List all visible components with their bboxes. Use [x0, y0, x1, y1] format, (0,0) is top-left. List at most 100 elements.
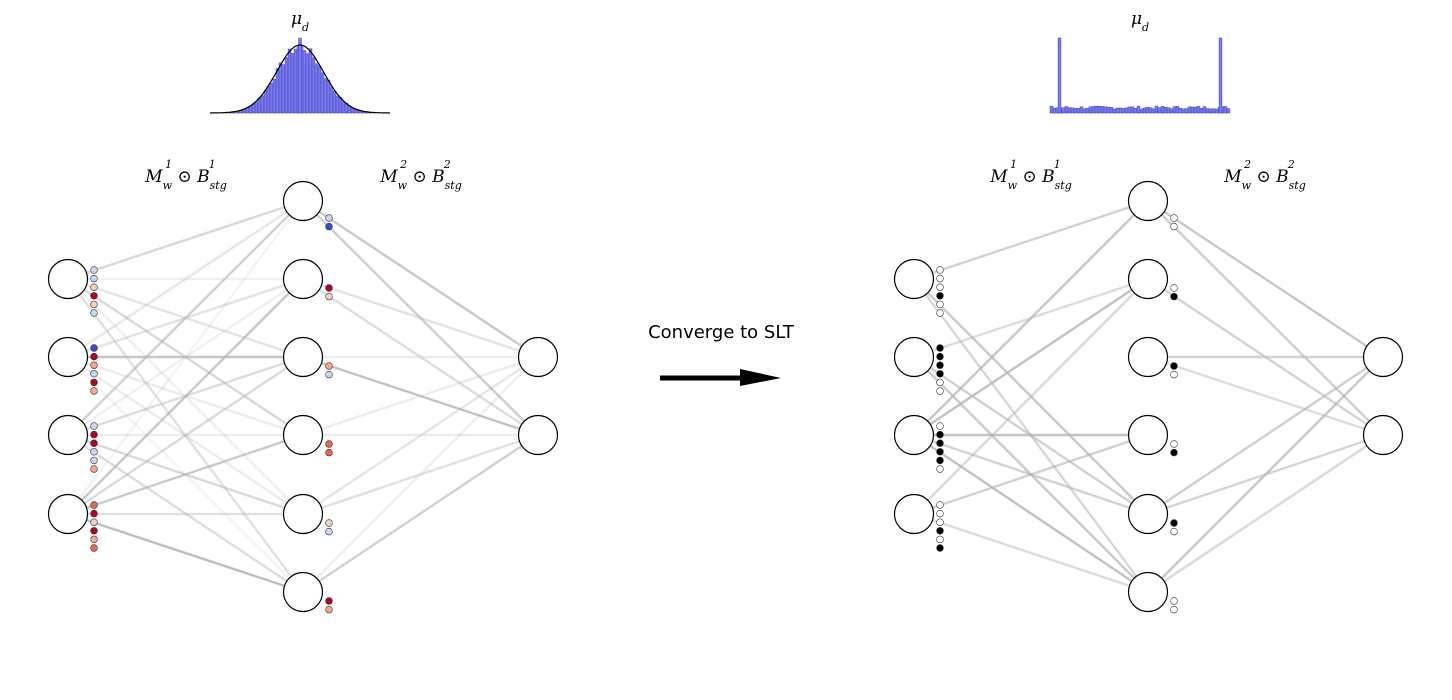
neuron-node	[282, 180, 324, 222]
score-dot	[90, 465, 98, 473]
right-layer1-label: Mw1 ⊙ Bstg1	[989, 158, 1072, 192]
score-dot	[1170, 370, 1178, 379]
histogram-bar	[335, 95, 340, 114]
score-dot	[90, 535, 98, 544]
score-dot	[936, 527, 944, 535]
histogram-bar	[1181, 108, 1186, 114]
histogram-bar	[1061, 107, 1066, 114]
neuron-node	[47, 493, 89, 535]
edge	[67, 512, 304, 594]
histogram-bar	[1178, 108, 1183, 114]
histogram-bar	[311, 57, 316, 114]
histogram-bar	[1057, 37, 1062, 114]
histogram-bar	[1157, 107, 1162, 114]
score-dot	[90, 509, 98, 518]
score-dot	[936, 387, 944, 395]
edge	[1147, 434, 1384, 593]
histogram-bar	[1163, 107, 1168, 114]
neuron-node	[47, 336, 89, 378]
histogram-bar	[1175, 106, 1180, 114]
edge	[1147, 200, 1384, 358]
histogram-bar	[1208, 108, 1213, 114]
histogram-bar	[257, 97, 262, 114]
histogram-bar	[302, 50, 307, 114]
histogram-bar	[1214, 108, 1219, 114]
score-dot	[936, 518, 944, 526]
neuron-node	[282, 336, 324, 378]
score-dot	[90, 456, 98, 465]
histogram-bar	[1097, 106, 1102, 114]
edge	[302, 277, 539, 359]
edge	[302, 355, 539, 437]
edge	[913, 199, 1149, 281]
edge	[302, 434, 539, 593]
neuron-node	[893, 258, 935, 300]
neuron-node	[893, 493, 935, 535]
histogram-bar	[254, 101, 259, 114]
score-dot	[90, 300, 98, 309]
edge	[302, 356, 539, 593]
edge	[302, 355, 539, 437]
score-dot	[936, 292, 944, 300]
histogram-bar	[320, 72, 325, 114]
neuron-node	[282, 571, 324, 613]
converge-arrow: Converge to SLT	[648, 322, 795, 386]
neuron-node	[1362, 414, 1404, 456]
score-dot	[90, 378, 98, 387]
score-dot	[90, 370, 98, 378]
score-dot	[936, 509, 944, 518]
histogram-bar	[1073, 108, 1078, 114]
histogram-bar	[323, 78, 328, 114]
histogram-bar	[1154, 105, 1159, 114]
score-dot	[90, 283, 98, 291]
neuron-node	[1127, 258, 1169, 300]
edge	[67, 278, 304, 593]
score-dot	[936, 448, 944, 456]
neuron-node	[282, 258, 324, 300]
histogram-bar	[275, 68, 280, 114]
histogram-right-title: μd	[1131, 9, 1149, 34]
histogram-bar	[284, 57, 289, 114]
neuron-node	[1127, 571, 1169, 613]
score-dot	[90, 344, 98, 352]
score-dot	[325, 370, 333, 379]
histogram-bar	[1139, 108, 1144, 114]
score-dot	[936, 501, 944, 509]
edge	[302, 356, 539, 515]
neuron-node	[282, 414, 324, 456]
score-dot	[936, 378, 944, 387]
network-left	[47, 180, 559, 614]
score-dot	[325, 527, 333, 536]
neuron-node	[1127, 336, 1169, 378]
score-dot	[936, 309, 944, 317]
score-dot	[936, 283, 944, 291]
histogram-bar	[305, 53, 310, 114]
edge	[1147, 355, 1384, 437]
histogram-bar	[263, 90, 268, 114]
edge	[302, 200, 539, 358]
histogram-bar	[1172, 106, 1177, 114]
score-dot	[90, 292, 98, 300]
neuron-node	[517, 336, 559, 378]
score-dot	[936, 465, 944, 473]
arrow-head	[740, 369, 781, 386]
histogram-bar	[1091, 106, 1096, 114]
histogram-bar	[1115, 107, 1120, 114]
edge	[67, 434, 304, 593]
edge	[67, 200, 304, 358]
score-dots	[90, 214, 333, 614]
histogram-bar	[298, 37, 302, 114]
histogram-bar	[1145, 107, 1150, 114]
histogram-bar	[1085, 107, 1090, 114]
score-dot	[90, 448, 98, 456]
histogram-left-bars	[209, 37, 391, 114]
right-layer2-label: Mw2 ⊙ Bstg2	[1223, 158, 1306, 192]
edge	[67, 200, 304, 515]
histogram-bar	[314, 63, 319, 114]
histogram-bar	[1079, 106, 1084, 114]
score-dot	[1170, 527, 1178, 536]
histogram-bar	[1049, 105, 1054, 114]
histogram-bar	[1106, 106, 1111, 114]
edge	[67, 278, 304, 436]
edge	[1147, 356, 1384, 515]
